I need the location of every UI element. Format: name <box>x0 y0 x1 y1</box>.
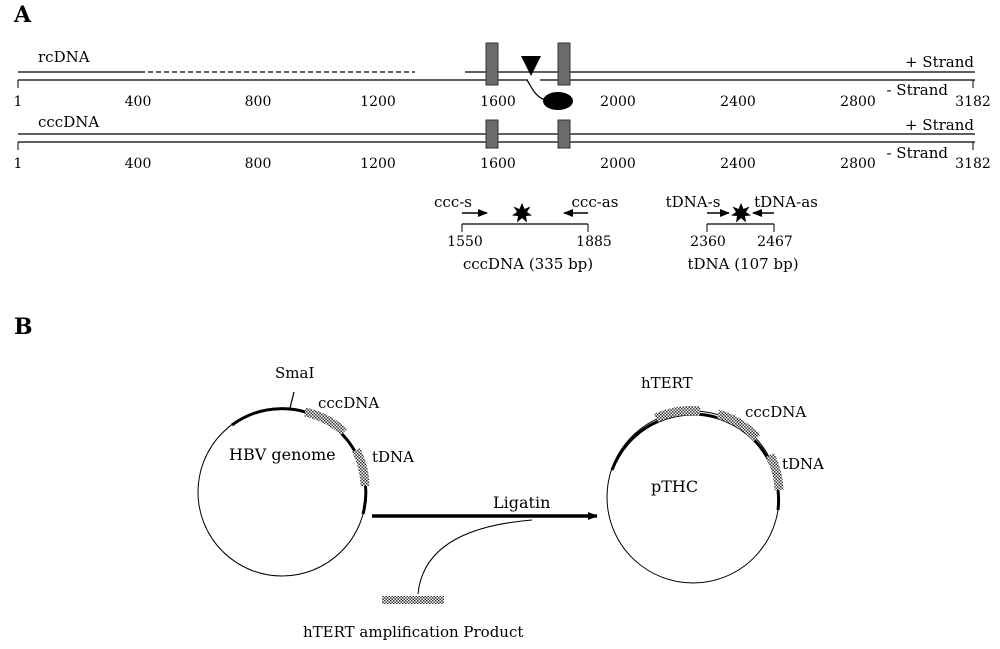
tdna-product-label: tDNA (107 bp) <box>687 255 798 273</box>
dr1-box-ccc <box>485 119 499 149</box>
polymerase-link <box>526 79 547 101</box>
ccc-s-primer-label: ccc-s <box>434 193 472 211</box>
scale2-tick-label: 2400 <box>720 156 756 172</box>
ccc-start-label: 1550 <box>447 234 483 250</box>
scale1-tick-label: 2000 <box>600 94 636 110</box>
scale1-tick-label: 1 <box>14 94 23 110</box>
polymerase-oval <box>543 92 573 110</box>
right-htert-region <box>654 406 701 423</box>
left-cccdna-region <box>303 407 348 436</box>
dr1-box <box>485 42 499 86</box>
rna-primer-triangle <box>521 56 541 76</box>
left-cccdna-label: cccDNA <box>318 394 379 412</box>
rcdna-plus-strand-label: + Strand <box>905 53 974 71</box>
tdna-s-primer-label: tDNA-s <box>666 193 721 211</box>
pthc-label: pTHC <box>651 477 698 496</box>
cccdna-row-label: cccDNA <box>38 113 99 131</box>
left-tdna-label: tDNA <box>372 448 414 466</box>
scale1-tick-label: 1200 <box>360 94 396 110</box>
tdna-probe-star <box>731 203 751 223</box>
tdna-end-label: 2467 <box>757 234 793 250</box>
smai-site-marker <box>289 391 295 409</box>
panel-b-label: B <box>14 314 33 340</box>
smai-label: SmaI <box>275 364 314 382</box>
scale2-tick-label: 3182 <box>955 156 991 172</box>
scale1-tick-label: 2800 <box>840 94 876 110</box>
insert-curve <box>417 519 533 595</box>
cccdna-minus-strand-label: - Strand <box>886 144 948 162</box>
scale2-tick-label: 400 <box>125 156 152 172</box>
cccdna-plus-strand-label: + Strand <box>905 116 974 134</box>
ccc-as-primer-label: ccc-as <box>572 193 619 211</box>
right-cccdna-region <box>716 409 761 442</box>
dr2-box <box>557 42 571 86</box>
scale2-tick-label: 2000 <box>600 156 636 172</box>
scale1-tick-label: 400 <box>125 94 152 110</box>
scale2-tick-label: 1600 <box>480 156 516 172</box>
right-tdna-label: tDNA <box>782 455 824 473</box>
ccc-end-label: 1885 <box>576 234 612 250</box>
hbv-genome-label: HBV genome <box>229 445 336 464</box>
scale1-tick-label: 800 <box>245 94 272 110</box>
ligation-label: Ligatin <box>493 493 550 512</box>
right-tdna-region <box>765 452 784 491</box>
scale2-tick-label: 1 <box>14 156 23 172</box>
rcdna-minus-strand-label: - Strand <box>886 81 948 99</box>
scale2-tick-label: 1200 <box>360 156 396 172</box>
htert-product-label: hTERT amplification Product <box>303 623 523 641</box>
tdna-start-label: 2360 <box>690 234 726 250</box>
right-cccdna-label: cccDNA <box>745 403 806 421</box>
tdna-as-primer-label: tDNA-as <box>754 193 818 211</box>
ccc-product-label: cccDNA (335 bp) <box>463 255 593 273</box>
scale2-tick-label: 800 <box>245 156 272 172</box>
rcdna-label: rcDNA <box>38 48 90 66</box>
dr2-box-ccc <box>557 119 571 149</box>
htert-product-bar <box>382 596 444 604</box>
scale1-tick-label: 2400 <box>720 94 756 110</box>
scale1-tick-label: 3182 <box>955 94 991 110</box>
scale1-tick-label: 1600 <box>480 94 516 110</box>
right-htert-label: hTERT <box>641 374 693 392</box>
scale2-tick-label: 2800 <box>840 156 876 172</box>
panel-a-label: A <box>13 2 32 28</box>
ccc-probe-star <box>512 203 532 223</box>
left-tdna-region <box>351 447 370 487</box>
